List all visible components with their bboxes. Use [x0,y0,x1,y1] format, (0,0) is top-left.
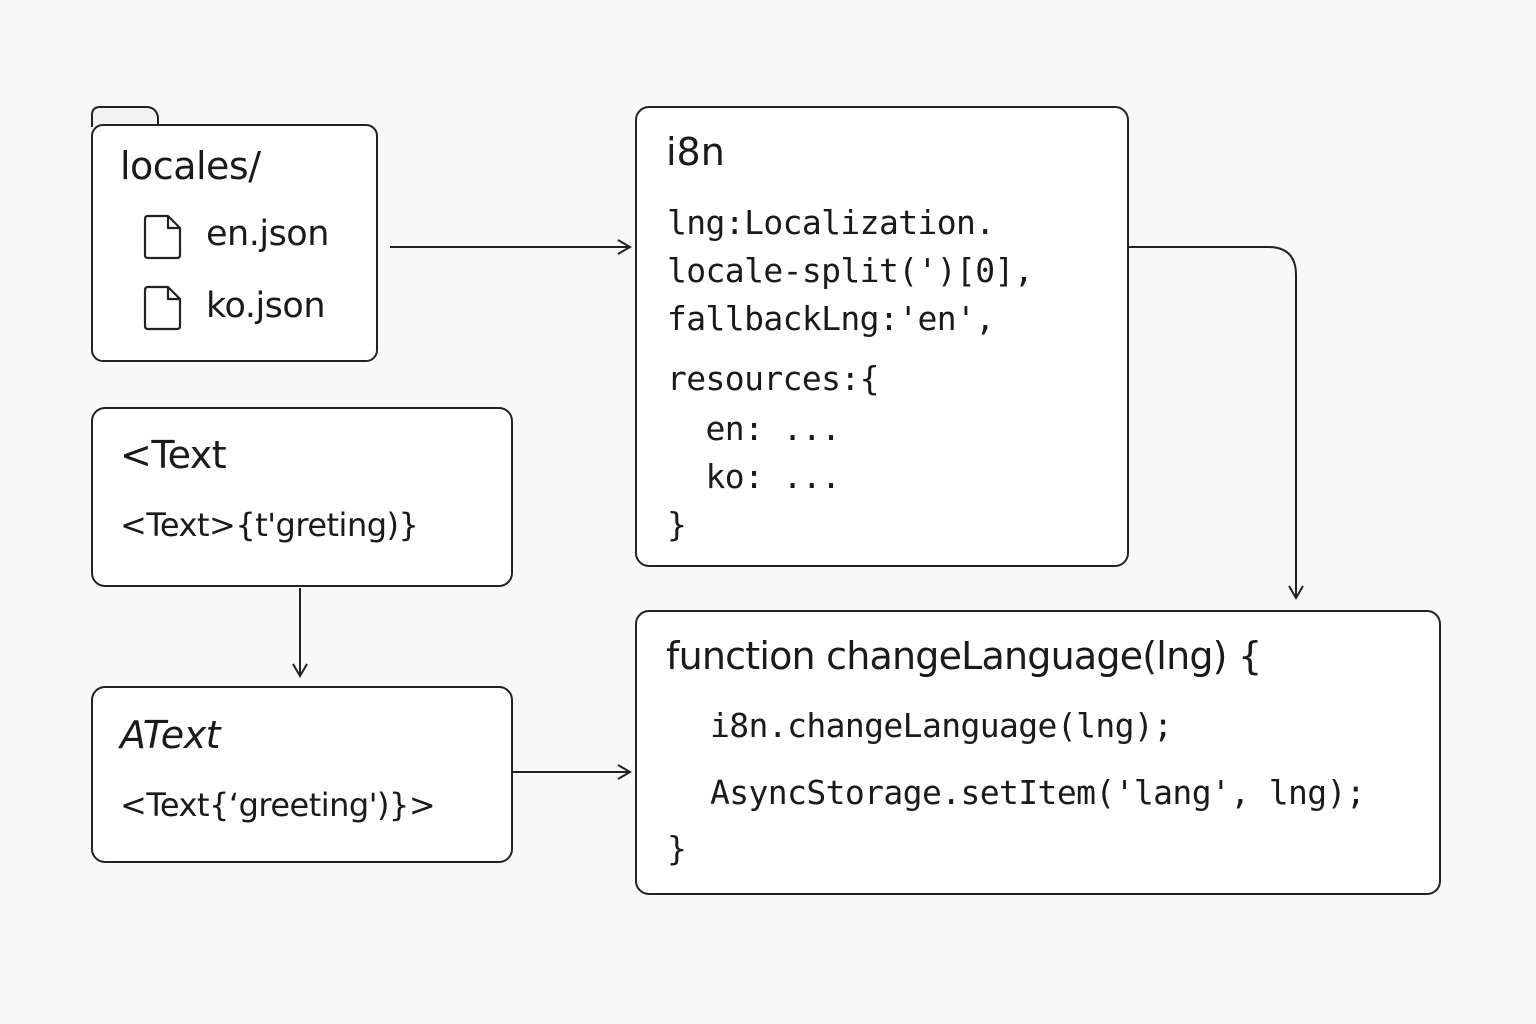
i18n-config-line: en: ... [667,409,841,448]
change-language-line: i8n.changeLanguage(lng); [710,706,1173,745]
atext-component-title: AText [120,713,221,757]
change-language-title: function changeLanguage(lng) { [666,634,1262,678]
locales-folder-body [91,124,378,362]
i18n-config-line: locale-split(')[0], [667,251,1034,290]
i18n-config-title: i8n [666,130,725,174]
text-component-code: <Text>{t'greting)} [120,506,419,544]
locales-folder-label: locales/ [120,144,261,188]
file-en-json[interactable]: en.json [206,214,329,254]
arrow-i18n-to-change-language [1128,246,1304,600]
change-language-line: } [667,829,687,868]
text-component-title: <Text [120,433,227,477]
change-language-box [635,610,1441,895]
file-icon [143,285,182,331]
file-icon [143,214,182,260]
i18n-config-box [635,106,1129,567]
folder-tab-icon [91,106,159,127]
i18n-config-line: fallbackLng:'en', [667,299,995,338]
file-ko-json[interactable]: ko.json [206,286,326,326]
i18n-config-line: } [667,505,687,544]
i18n-config-line: ko: ... [667,457,841,496]
change-language-line: AsyncStorage.setItem('lang', lng); [710,773,1366,812]
text-component-box [91,407,513,587]
i18n-config-line: lng:Localization. [667,203,995,242]
i18n-config-line: resources:{ [667,359,880,398]
atext-component-box [91,686,513,863]
atext-component-code: <Text{‘greeting')}> [120,786,436,824]
